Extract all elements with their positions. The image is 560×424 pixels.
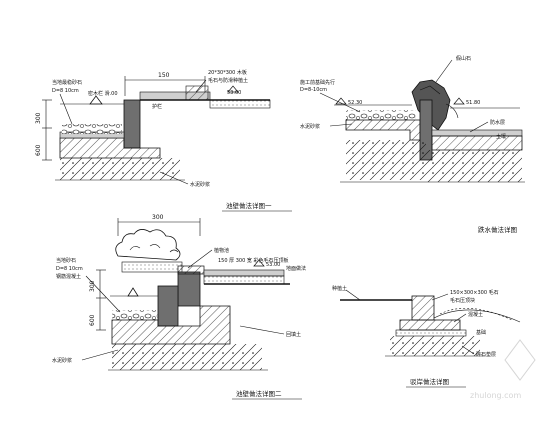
dim-width-3: 300	[152, 214, 164, 221]
note-1-1: 当地最稳砂石	[52, 79, 82, 86]
note-2-5: 防水层	[490, 119, 505, 126]
panel-title-2: 跌水做法详图	[478, 225, 517, 234]
panel-pool-wall-detail-1: 150 300 600 53.60 当地最稳砂石 D=8 10cm 密木栏 滑.…	[35, 69, 292, 212]
note-1-3: 密木栏 滑.00	[88, 90, 118, 97]
note-2-4: 水泥砂浆	[300, 123, 320, 130]
note-1-2: D=8 10cm	[52, 88, 79, 94]
panel-revetment-detail: 种植土 150×300×300 毛石 毛石压顶块 混凝土 基础 碎石垫层 驳岸做…	[332, 285, 521, 388]
dim-h2-3: 600	[89, 314, 96, 326]
note-4-5: 基础	[476, 329, 486, 336]
watermark-text: zhulong.com	[470, 391, 521, 400]
note-3-2: 150 厚 300 宽 彩色毛石压顶板	[218, 257, 288, 264]
level-water-2: 51.80	[466, 100, 480, 106]
dim-h1-3: 300	[89, 280, 96, 292]
note-4-6: 碎石垫层	[476, 351, 496, 358]
note-3-8: 回填土	[286, 331, 301, 338]
note-3-6: 钢筋混凝土	[56, 273, 81, 280]
panel-title-4: 驳岸做法详图	[410, 377, 449, 386]
level-top-3: 53.00	[266, 262, 280, 268]
dim-width-1: 150	[158, 72, 170, 79]
dim-h2-1: 600	[35, 144, 42, 156]
level-top-1: 53.60	[227, 90, 241, 96]
note-1-5: 毛石与防滑种植土	[208, 77, 248, 84]
note-4-3: 毛石压顶块	[450, 297, 475, 304]
note-1-4: 20*30*300 木板	[208, 69, 247, 76]
note-1-7: 水泥砂浆	[190, 181, 210, 188]
note-4-1: 种植土	[332, 285, 347, 292]
note-3-1: 植物池	[214, 247, 229, 254]
panel-cascade-detail: 假山石 52.30 51.80 施工前基础先行 D=8-10cm 水泥砂浆 防水…	[300, 55, 525, 234]
dim-h1-1: 300	[35, 112, 42, 124]
panel-title-1: 池壁做法详图一	[226, 201, 272, 210]
note-4-2: 150×300×300 毛石	[450, 289, 499, 296]
note-3-3: 地面做法	[286, 265, 306, 272]
note-2-3: D=8-10cm	[300, 87, 327, 93]
watermark: zhulong.com	[470, 339, 536, 400]
note-3-7: 水泥砂浆	[52, 357, 72, 364]
note-2-1: 假山石	[456, 55, 471, 62]
note-2-2: 施工前基础先行	[300, 79, 335, 86]
note-2-6: 土壤	[496, 133, 506, 140]
note-4-4: 混凝土	[468, 311, 483, 318]
level-top-2: 52.30	[348, 100, 362, 106]
panel-pool-wall-detail-2: 300 300 600 53.00 植物池 150 厚 3	[52, 214, 306, 400]
note-1-6: 护栏	[152, 103, 162, 110]
note-3-5: D=8 10cm	[56, 266, 83, 272]
panel-title-3: 池壁做法详图二	[236, 389, 282, 398]
note-3-4: 当地砂石	[56, 257, 76, 264]
